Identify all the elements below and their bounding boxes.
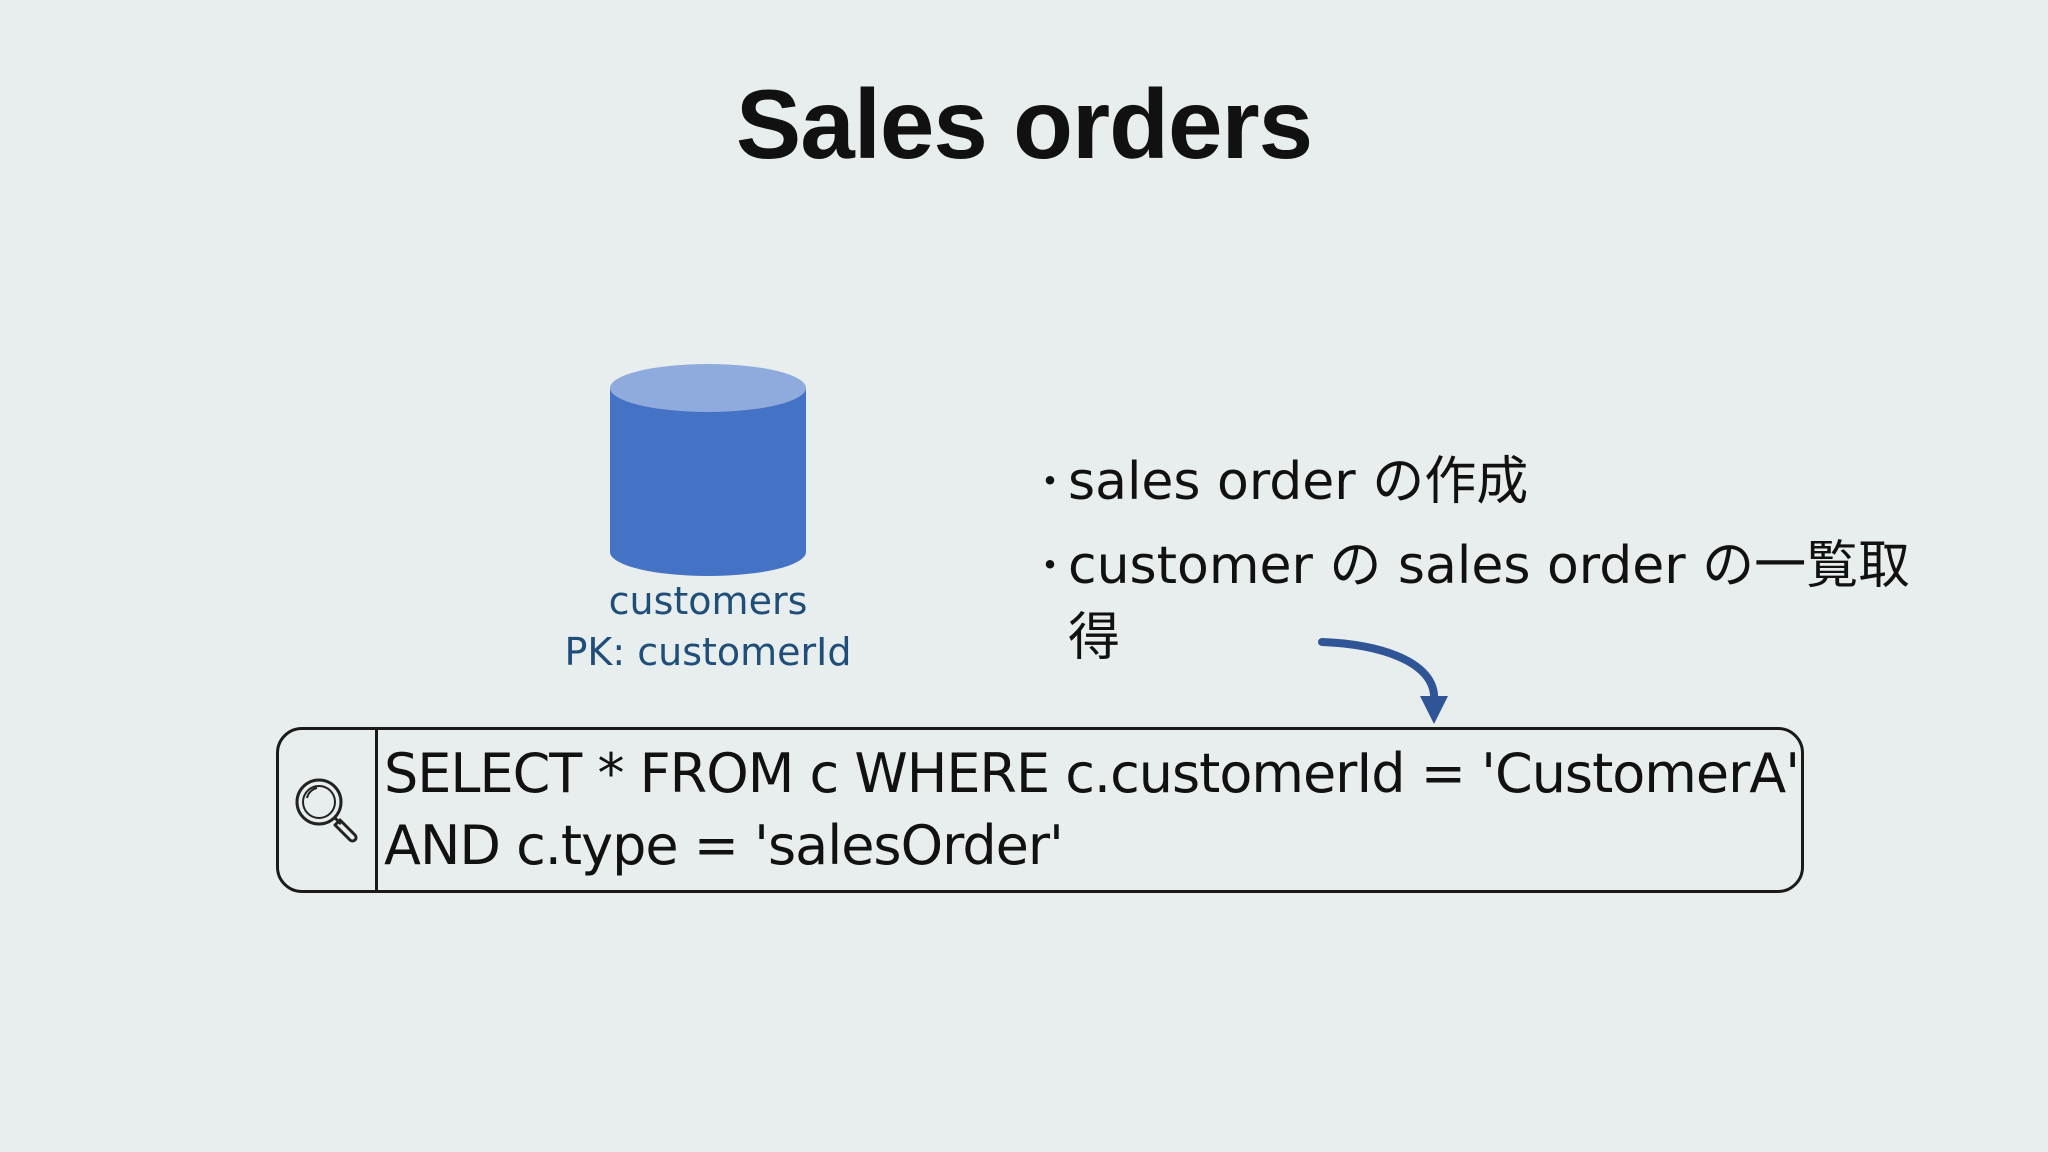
query-line-1: SELECT * FROM c WHERE c.customerId = 'Cu…	[384, 742, 1800, 805]
slide-title: Sales orders	[735, 69, 1313, 179]
magnifier-search-icon	[295, 778, 358, 843]
database-partition-key: PK: customerId	[564, 630, 852, 674]
bullet-dot: ・	[1030, 459, 1070, 505]
query-box: SELECT * FROM c WHERE c.customerId = 'Cu…	[276, 727, 1804, 893]
bullet-list: ・ sales order の作成 ・ customer の sales ord…	[1020, 446, 2020, 686]
query-line-2: AND c.type = 'salesOrder'	[384, 814, 1064, 877]
bullet-item: ・ sales order の作成	[1020, 446, 2020, 518]
query-text: SELECT * FROM c WHERE c.customerId = 'Cu…	[378, 730, 1800, 890]
database-label: customers PK: customerId	[508, 576, 908, 678]
bullet-text: customer の sales order の一覧取得	[1068, 536, 1911, 668]
bullet-text: sales order の作成	[1068, 452, 1529, 512]
curved-arrow-down-icon	[1318, 638, 1448, 724]
bullet-item: ・ customer の sales order の一覧取得	[1020, 530, 2020, 674]
query-icon-cell	[279, 730, 378, 890]
database-cylinder-icon	[610, 364, 806, 576]
bullet-dot: ・	[1030, 543, 1070, 589]
database-name: customers	[608, 579, 808, 623]
